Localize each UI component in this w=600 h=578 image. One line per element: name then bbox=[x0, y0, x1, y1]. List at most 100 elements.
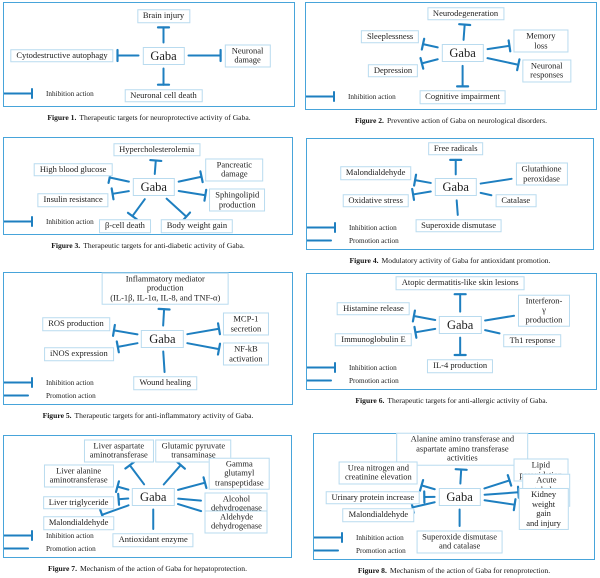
inhibition-connector bbox=[153, 159, 157, 175]
inhibition-connector bbox=[177, 175, 203, 183]
node-kidney-weight-gain-and-injury: Kidney weight gain and injury bbox=[518, 487, 569, 531]
promotion-action-icon bbox=[314, 549, 339, 552]
legend-row-inhibition: Inhibition action bbox=[306, 91, 396, 102]
promotion-connector bbox=[479, 177, 513, 185]
inhibition-connector bbox=[177, 481, 206, 491]
inhibition-connector bbox=[462, 23, 466, 41]
promotion-action-icon bbox=[4, 547, 29, 550]
legend-label: Promotion action bbox=[349, 376, 399, 385]
node-high-blood-glucose: High blood glucose bbox=[33, 162, 113, 177]
node-oxidative-stress: Oxidative stress bbox=[342, 193, 409, 208]
promotion-connector bbox=[484, 329, 501, 335]
node-ros-production: ROS production bbox=[42, 317, 110, 331]
legend: Inhibition action bbox=[4, 216, 94, 227]
figure-caption: Figure 6.Therapeutic targets for anti-al… bbox=[306, 396, 597, 405]
inhibition-cap bbox=[110, 187, 115, 201]
inhibition-cap bbox=[420, 37, 426, 51]
promotion-connector bbox=[177, 497, 202, 502]
figure-caption-number: Figure 6. bbox=[355, 396, 385, 405]
node-neurodegeneration: Neurodegeneration bbox=[426, 6, 505, 21]
inhibition-connector bbox=[111, 190, 130, 195]
inhibition-connector bbox=[411, 501, 436, 509]
figure-caption-text: Therapeutic targets for anti-allergic ac… bbox=[387, 396, 548, 405]
node-antioxidant-enzyme: Antioxidant enzyme bbox=[112, 533, 194, 547]
inhibition-action-icon bbox=[307, 222, 336, 233]
figure-block-5: Gaba Inflammatory mediator production (IL… bbox=[3, 272, 293, 420]
legend-label: Inhibition action bbox=[46, 378, 94, 387]
inhibition-cap bbox=[175, 460, 186, 470]
inhibition-cap bbox=[411, 187, 416, 201]
legend-label: Inhibition action bbox=[46, 531, 94, 540]
legend-row-inhibition: Inhibition action bbox=[4, 377, 96, 388]
inhibition-connector bbox=[108, 176, 130, 183]
figure-caption-text: Modulatory activity of Gaba for antioxid… bbox=[381, 256, 551, 265]
promotion-connector bbox=[484, 314, 516, 322]
inhibition-connector bbox=[165, 197, 188, 218]
gaba-center-node: Gaba bbox=[434, 178, 477, 197]
node-interferon-production: Interferon-γ production bbox=[517, 294, 570, 328]
figure-caption-text: Mechanism of the action of Gaba for hepa… bbox=[79, 564, 247, 573]
inhibition-action-icon bbox=[314, 532, 343, 543]
node-malondialdehyde: Malondialdehyde bbox=[342, 508, 415, 523]
figure-caption: Figure 2.Preventive action of Gaba on ne… bbox=[305, 116, 597, 125]
inhibition-connector bbox=[117, 497, 130, 501]
node-neuronal-cell-death: Neuronal cell death bbox=[124, 88, 203, 103]
promotion-connector bbox=[455, 199, 459, 216]
node-free-radicals: Free radicals bbox=[427, 142, 484, 156]
promotion-connector bbox=[162, 350, 166, 374]
inhibition-cap bbox=[458, 23, 472, 27]
inhibition-cap bbox=[216, 342, 222, 356]
inhibition-cap bbox=[199, 170, 204, 184]
node-alanine-amino-transferase-and-aspartate-: Alanine amino transferase and aspartate … bbox=[396, 432, 529, 466]
inhibition-cap bbox=[418, 478, 425, 492]
node-nf-kb-activation: NF-kB activation bbox=[222, 342, 269, 366]
inhibition-cap bbox=[115, 340, 120, 354]
inhibition-connector bbox=[177, 189, 207, 197]
connector-layer bbox=[411, 293, 516, 357]
figure-caption-text: Therapeutic targets for neuroprotective … bbox=[79, 113, 251, 122]
node-th1-response: Th1 response bbox=[503, 333, 562, 348]
connector-layer bbox=[111, 307, 222, 374]
inhibition-cap bbox=[181, 211, 192, 222]
legend-row-promotion: Promotion action bbox=[4, 543, 96, 554]
node-body-weight-gain: Body weight gain bbox=[160, 219, 234, 234]
legend-label: Promotion action bbox=[46, 544, 96, 553]
legend-row-promotion: Promotion action bbox=[314, 545, 406, 556]
inhibition-connector bbox=[112, 329, 139, 336]
inhibition-connector bbox=[131, 198, 146, 218]
legend-label: Promotion action bbox=[349, 236, 399, 245]
gaba-center-node: Gaba bbox=[141, 329, 184, 348]
inhibition-cap bbox=[203, 188, 208, 202]
inhibition-connector bbox=[186, 327, 220, 336]
inhibition-connector bbox=[459, 468, 463, 485]
node-cell-death: β-cell death bbox=[98, 219, 151, 234]
inhibition-cap bbox=[157, 307, 171, 311]
node-inflammatory-mediator-production-il-1-il: Inflammatory mediator production (IL-1β,… bbox=[101, 272, 229, 305]
figure-caption-number: Figure 3. bbox=[51, 241, 81, 250]
inhibition-cap bbox=[124, 460, 136, 470]
legend-row-promotion: Promotion action bbox=[307, 235, 399, 246]
node-cognitive-impairment: Cognitive impairment bbox=[419, 90, 507, 105]
diagram-area: Gaba Inflammatory mediator production (IL… bbox=[4, 272, 292, 404]
inhibition-cap bbox=[114, 480, 121, 494]
node-superoxide-dismutase: Superoxide dismutase bbox=[415, 219, 502, 233]
inhibition-connector bbox=[422, 43, 439, 49]
gaba-center-node: Gaba bbox=[132, 487, 175, 506]
figure-caption: Figure 8.Mechanism of the action of Gaba… bbox=[313, 566, 595, 575]
inhibition-cap bbox=[419, 56, 425, 70]
gaba-center-node: Gaba bbox=[132, 177, 175, 196]
legend-label: Promotion action bbox=[46, 391, 96, 400]
